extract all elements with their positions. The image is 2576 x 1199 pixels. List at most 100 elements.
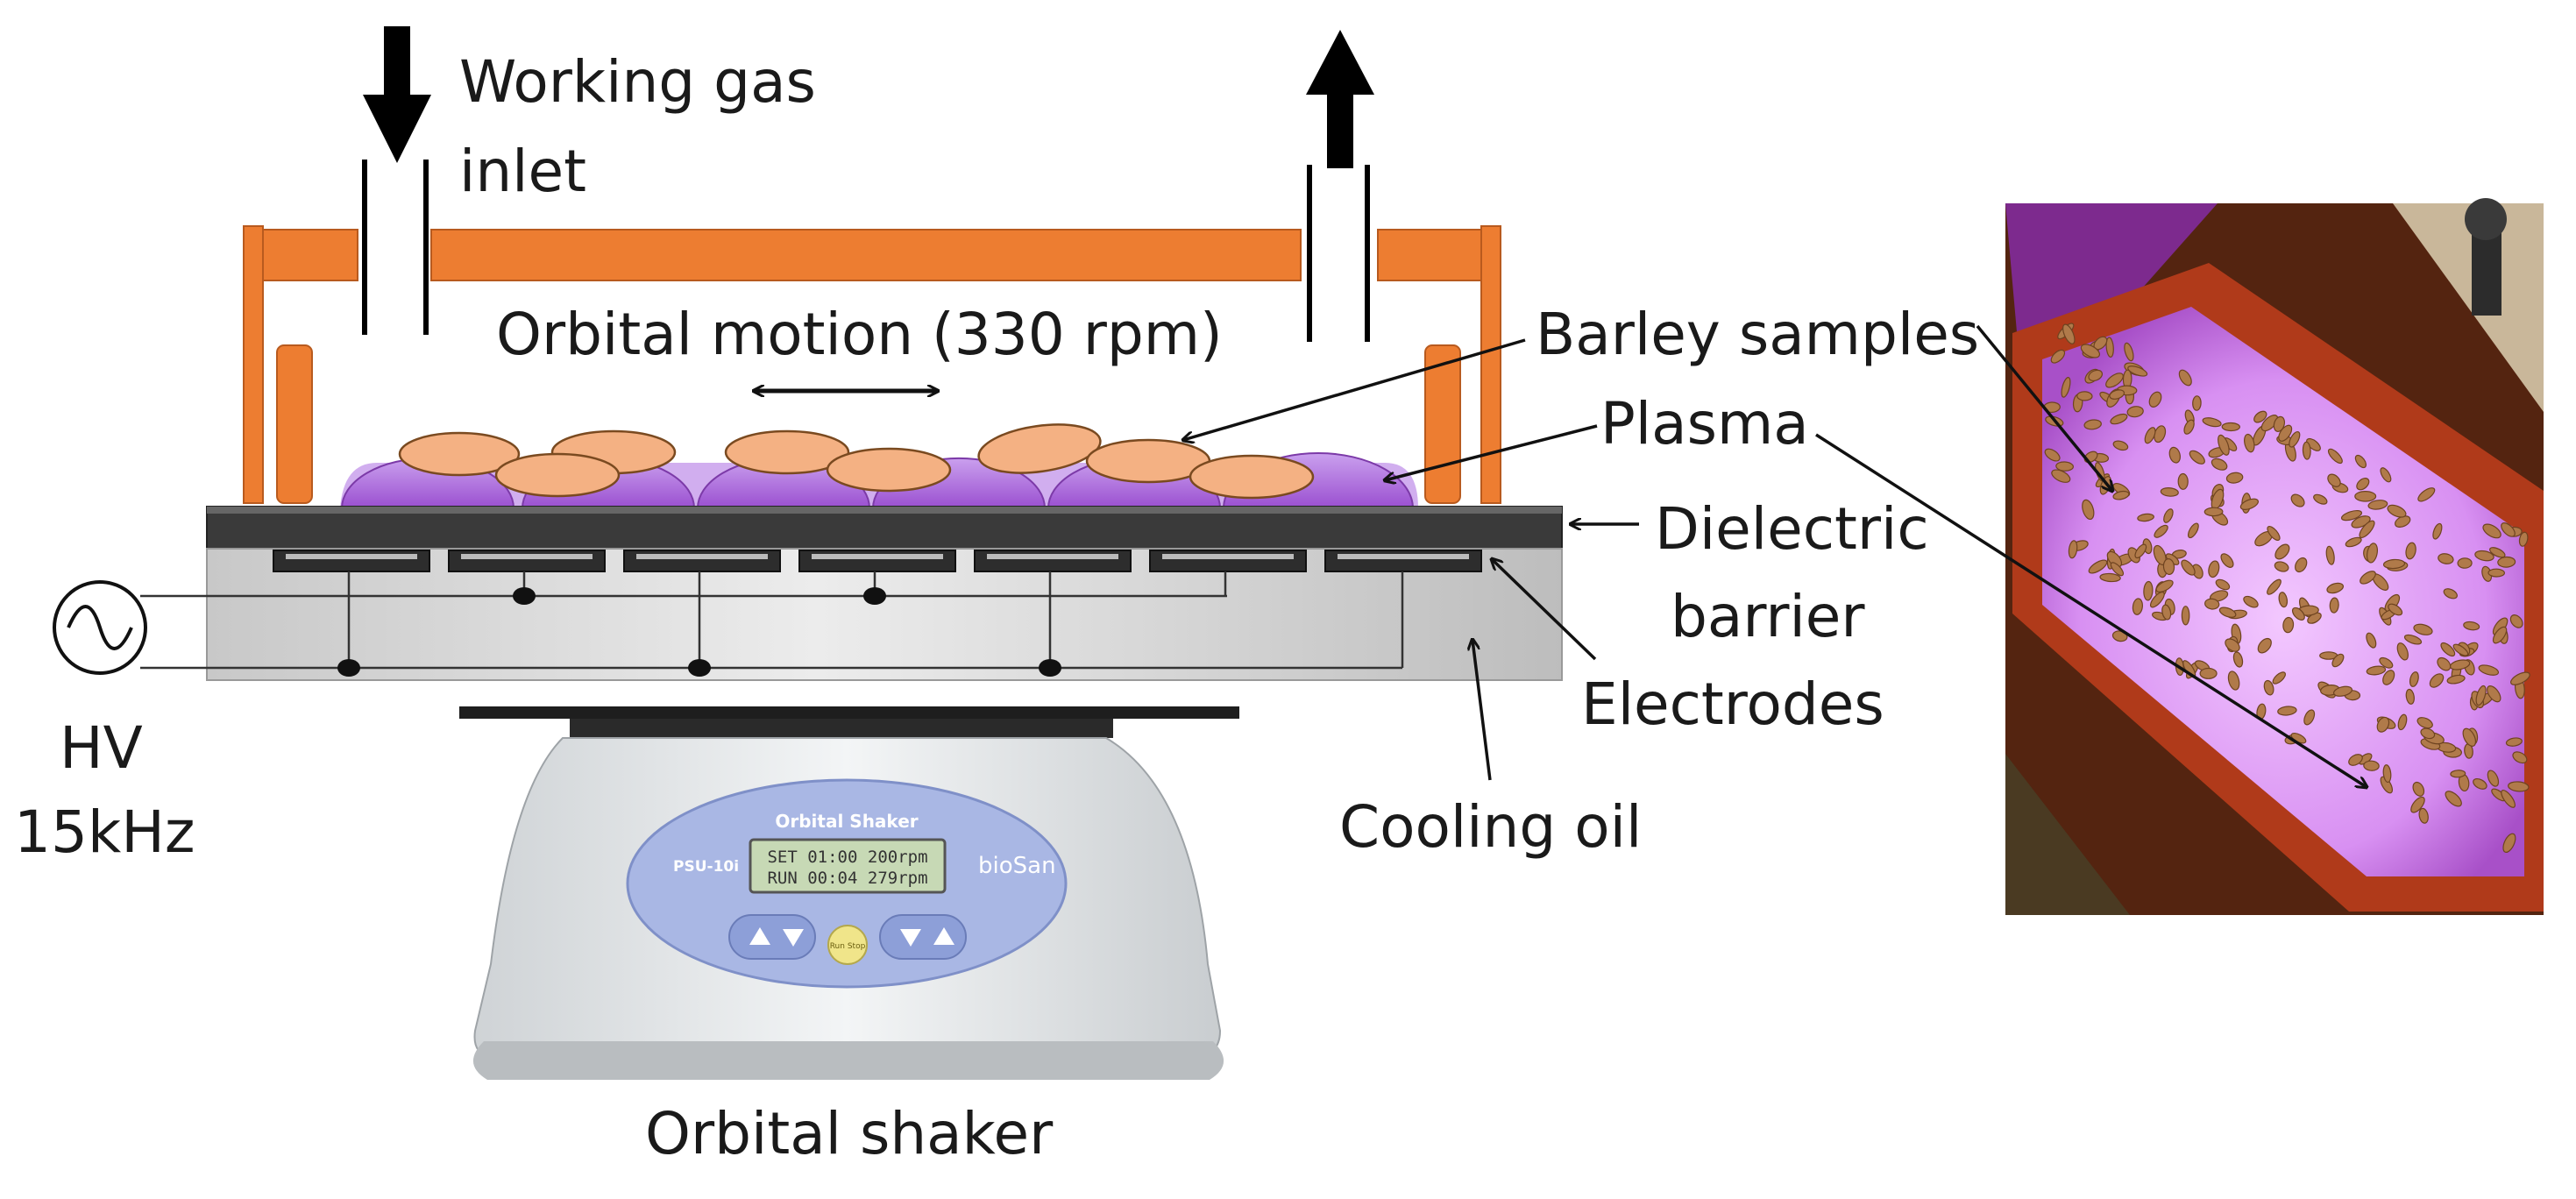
barley-grain xyxy=(2083,419,2102,430)
barley-grain xyxy=(2163,508,2174,523)
barley-grain xyxy=(2203,507,2224,517)
barley-grain xyxy=(2505,737,2523,747)
barley-grain xyxy=(2501,522,2516,537)
shaker-brand-title: Orbital Shaker xyxy=(775,811,918,832)
hv-frequency-label: 15kHz xyxy=(14,798,195,866)
barley-grain xyxy=(2518,531,2529,547)
barley-grain xyxy=(2277,706,2297,716)
barley-grain xyxy=(2274,561,2289,572)
barley-grain xyxy=(2475,685,2487,706)
barley-grain xyxy=(2489,547,2506,558)
barley-grain xyxy=(2044,448,2061,462)
dielectric-label-2: barrier xyxy=(1671,583,1865,650)
barley-grain xyxy=(2243,595,2259,608)
barley-grain xyxy=(2473,777,2487,790)
shaker-display-line2: RUN 00:04 279rpm xyxy=(767,869,927,888)
barley-grain xyxy=(2329,597,2339,614)
barley-grain xyxy=(2327,473,2341,487)
barley-grain xyxy=(2437,656,2452,671)
barley-grain xyxy=(2396,642,2409,661)
barley-grain xyxy=(2068,540,2078,559)
barley-grain xyxy=(2457,557,2473,569)
barley-grain xyxy=(2295,557,2308,573)
barley-grain xyxy=(2382,764,2392,784)
barley-grain xyxy=(2221,422,2240,432)
electrodes-label: Electrodes xyxy=(1581,670,1884,738)
barley-grain xyxy=(2340,509,2363,521)
barley-grain xyxy=(2105,372,2124,388)
barley-grain xyxy=(2088,369,2104,382)
barley-grain xyxy=(2061,377,2071,398)
barley-grain xyxy=(2492,626,2508,644)
barley-grain xyxy=(2380,776,2394,794)
barley-grain xyxy=(2410,796,2425,813)
barley-grain xyxy=(2509,614,2523,628)
barley-grain xyxy=(2367,543,2378,564)
barley-grain xyxy=(2413,623,2433,635)
barley-grain xyxy=(2253,410,2267,423)
barley-grain xyxy=(2080,344,2101,358)
barley-grain xyxy=(2050,349,2066,364)
barley-seeds xyxy=(398,423,1315,500)
gas-outlet-tube xyxy=(1307,165,1370,342)
gas-inlet-label-1: Working gas xyxy=(459,48,816,116)
barley-grain xyxy=(2432,522,2443,540)
barley-grain xyxy=(2331,653,2345,668)
barley-grain xyxy=(2313,493,2328,505)
barley-grain xyxy=(2502,833,2516,853)
barley-grain xyxy=(2501,789,2516,808)
barley-grain xyxy=(2088,559,2108,574)
leader-arrows xyxy=(1183,324,2367,787)
barley-grain xyxy=(2462,727,2477,747)
barley-grain xyxy=(2452,643,2469,656)
barley-grain xyxy=(2220,553,2234,568)
barley-grain xyxy=(2443,588,2458,600)
barley-grain xyxy=(2429,673,2445,688)
barley-grain xyxy=(2227,670,2240,691)
barley-grain xyxy=(2274,543,2290,560)
barley-grain xyxy=(2363,760,2380,771)
barley-grain xyxy=(2232,651,2244,668)
barley-grain xyxy=(2412,781,2425,797)
barley-grain xyxy=(2405,688,2415,705)
barley-grain xyxy=(2303,709,2316,726)
barley-grain xyxy=(2110,562,2125,577)
barley-grain xyxy=(2106,550,2123,568)
barley-grain xyxy=(2474,550,2494,562)
barley-grain xyxy=(2099,572,2121,583)
barley-grain xyxy=(2380,467,2392,483)
barley-grain xyxy=(2189,450,2205,465)
plasma-label: Plasma xyxy=(1600,390,1809,458)
hv-label: HV xyxy=(60,714,143,782)
barley-grain xyxy=(2132,598,2143,615)
barley-grain xyxy=(2260,415,2279,432)
barley-grain xyxy=(2487,568,2505,578)
barley-grain xyxy=(2144,427,2156,444)
barley-grain xyxy=(2204,598,2220,610)
barley-grain xyxy=(2181,606,2190,626)
barley-grain xyxy=(2326,582,2345,594)
barley-grain xyxy=(2359,520,2375,539)
barley-grain xyxy=(2325,545,2335,565)
shaker-buttons: Run Stop xyxy=(728,914,967,965)
barley-grain xyxy=(2218,434,2230,456)
barley-grain xyxy=(2273,415,2286,432)
cooling-oil-label: Cooling oil xyxy=(1339,793,1642,861)
barley-grain xyxy=(2420,727,2436,740)
barley-grain xyxy=(2162,558,2175,575)
barley-grain xyxy=(2148,391,2162,408)
ac-source-icon xyxy=(53,580,147,675)
plasma-photo xyxy=(2005,198,2544,915)
barley-grain xyxy=(2463,621,2480,631)
barley-grain xyxy=(2289,430,2301,448)
barley-grain xyxy=(2510,671,2530,685)
gas-inlet-label-2: inlet xyxy=(459,138,586,205)
barley-grain xyxy=(2388,603,2403,616)
orbital-motion-label: Orbital motion (330 rpm) xyxy=(496,301,1223,368)
barley-grain xyxy=(2379,656,2394,669)
barley-grain xyxy=(2445,791,2462,807)
shaker-display xyxy=(749,838,947,894)
barley-grain xyxy=(2225,638,2240,652)
barley-grain xyxy=(2438,553,2454,564)
barley-grain xyxy=(2202,417,2222,428)
